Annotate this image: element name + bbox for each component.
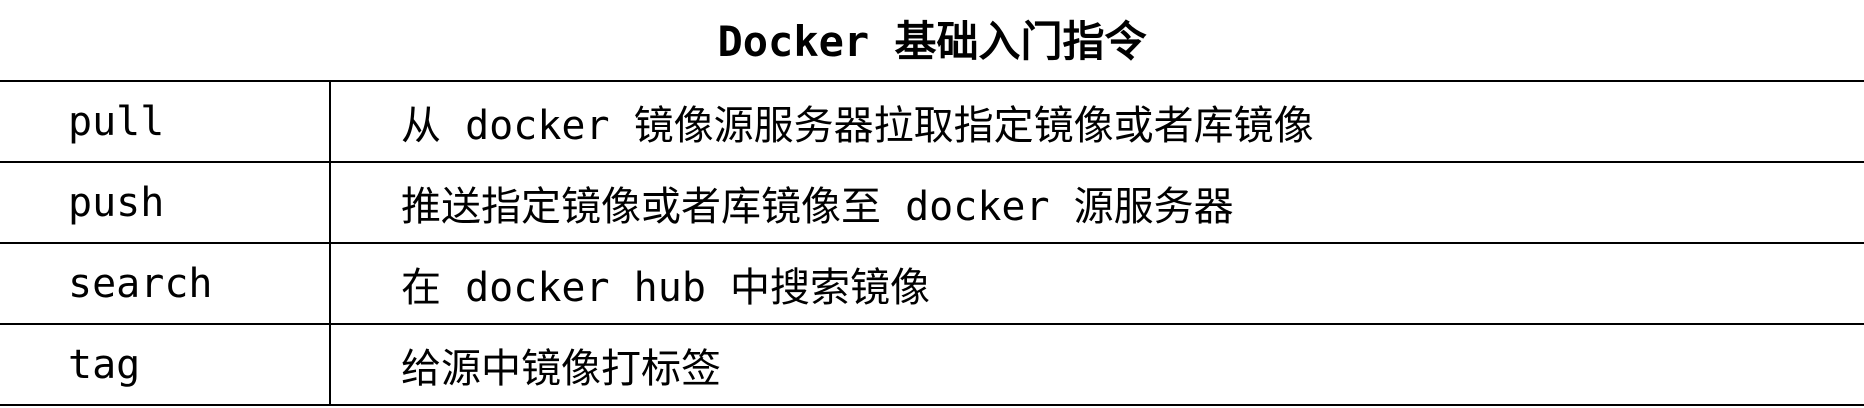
description-cell: 给源中镜像打标签 <box>330 323 1864 406</box>
table-row: pull 从 docker 镜像源服务器拉取指定镜像或者库镜像 <box>0 80 1864 163</box>
table-row: search 在 docker hub 中搜索镜像 <box>0 242 1864 325</box>
table-title: Docker 基础入门指令 <box>717 17 1147 66</box>
command-cell: push <box>0 161 331 244</box>
command-cell: search <box>0 242 331 325</box>
table-row: tag 给源中镜像打标签 <box>0 323 1864 406</box>
command-cell: tag <box>0 323 331 406</box>
description-cell: 从 docker 镜像源服务器拉取指定镜像或者库镜像 <box>330 80 1864 163</box>
command-cell: pull <box>0 80 331 163</box>
description-cell: 在 docker hub 中搜索镜像 <box>330 242 1864 325</box>
table-row: push 推送指定镜像或者库镜像至 docker 源服务器 <box>0 161 1864 244</box>
description-cell: 推送指定镜像或者库镜像至 docker 源服务器 <box>330 161 1864 244</box>
docker-commands-table: pull 从 docker 镜像源服务器拉取指定镜像或者库镜像 push 推送指… <box>0 80 1864 406</box>
